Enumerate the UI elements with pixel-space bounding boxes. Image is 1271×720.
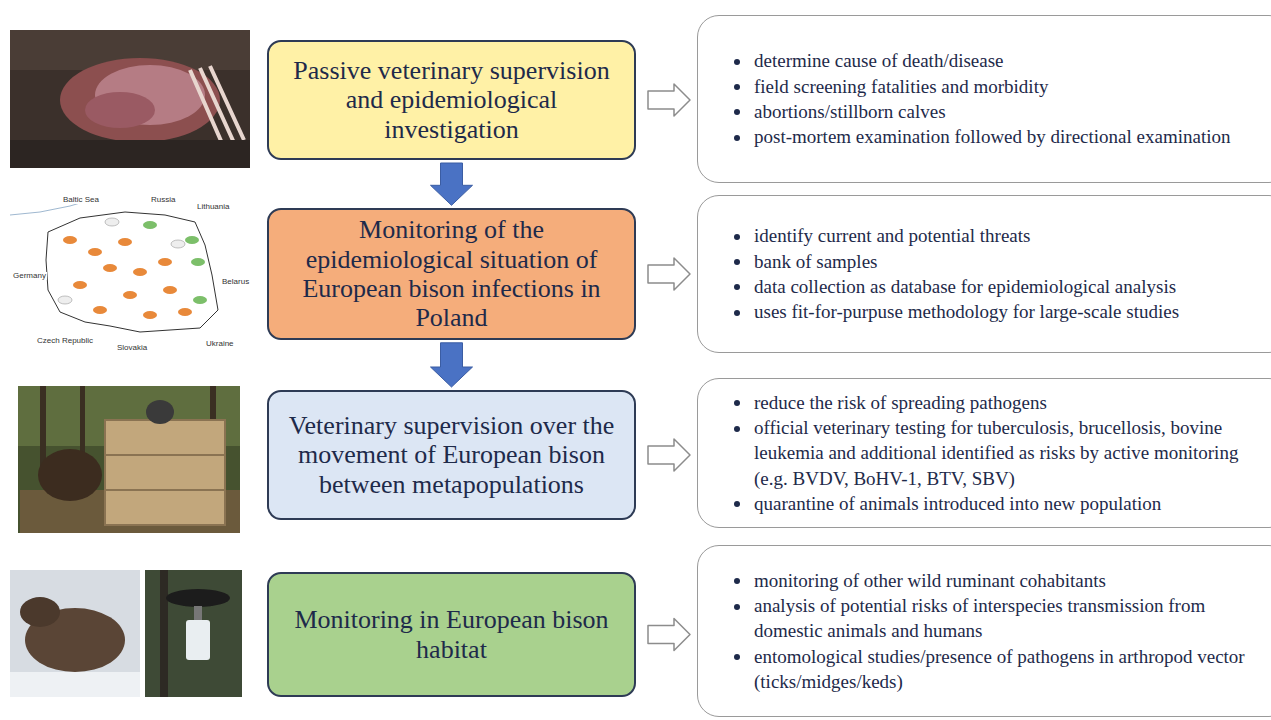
process-box: Monitoring of the epidemiological situat…	[267, 208, 636, 340]
necropsy-photo	[10, 30, 250, 168]
box-title: Veterinary supervision over the movement…	[281, 411, 622, 499]
process-box: Monitoring in European bison habitat	[267, 572, 636, 697]
detail-arrow	[648, 84, 690, 116]
flow-arrow	[431, 343, 473, 387]
bullet-item: bank of samples	[728, 249, 1250, 274]
bullet-item: field screening fatalities and morbidity	[728, 74, 1250, 99]
bullet-item: determine cause of death/disease	[728, 48, 1250, 73]
bullet-item: abortions/stillborn calves	[728, 99, 1250, 124]
process-box: Veterinary supervision over the movement…	[267, 390, 636, 520]
detail-arrow	[648, 439, 690, 471]
bullet-list-box: reduce the risk of spreading pathogensof…	[697, 378, 1271, 528]
map-label: Belarus	[221, 278, 250, 286]
box-title: Monitoring in European bison habitat	[281, 605, 622, 664]
crate-photo	[18, 386, 240, 533]
detail-arrow	[648, 619, 690, 651]
bullet-list-box: identify current and potential threatsba…	[697, 195, 1271, 353]
bullet-item: identify current and potential threats	[728, 223, 1250, 248]
map-label: Germany	[12, 272, 47, 280]
map-label: Russia	[150, 196, 176, 204]
bullet-list-box: determine cause of death/diseasefield sc…	[697, 15, 1271, 183]
map-label: Czech Republic	[36, 337, 94, 345]
habitat-photos	[10, 570, 242, 697]
map-label: Slovakia	[116, 344, 148, 352]
bullet-item: analysis of potential risks of interspec…	[728, 593, 1250, 644]
bullet-item: uses fit-for-purpuse methodology for lar…	[728, 299, 1250, 324]
bullet-item: quarantine of animals introduced into ne…	[728, 491, 1250, 516]
map-label: Baltic Sea	[62, 196, 100, 204]
bullet-item: post-mortem examination followed by dire…	[728, 124, 1250, 149]
bullet-item: official veterinary testing for tubercul…	[728, 415, 1250, 491]
process-box: Passive veterinary supervision and epide…	[267, 40, 636, 160]
poland-map	[10, 193, 250, 355]
map-label: Lithuania	[196, 203, 230, 211]
bullet-item: monitoring of other wild ruminant cohabi…	[728, 568, 1250, 593]
bullet-item: entomological studies/presence of pathog…	[728, 644, 1250, 695]
box-title: Passive veterinary supervision and epide…	[281, 56, 622, 144]
bullet-list-box: monitoring of other wild ruminant cohabi…	[697, 545, 1271, 717]
flow-arrow	[431, 163, 473, 205]
detail-arrow	[648, 258, 690, 290]
map-label: Ukraine	[205, 340, 235, 348]
bullet-item: data collection as database for epidemio…	[728, 274, 1250, 299]
bullet-item: reduce the risk of spreading pathogens	[728, 390, 1250, 415]
box-title: Monitoring of the epidemiological situat…	[281, 215, 622, 333]
